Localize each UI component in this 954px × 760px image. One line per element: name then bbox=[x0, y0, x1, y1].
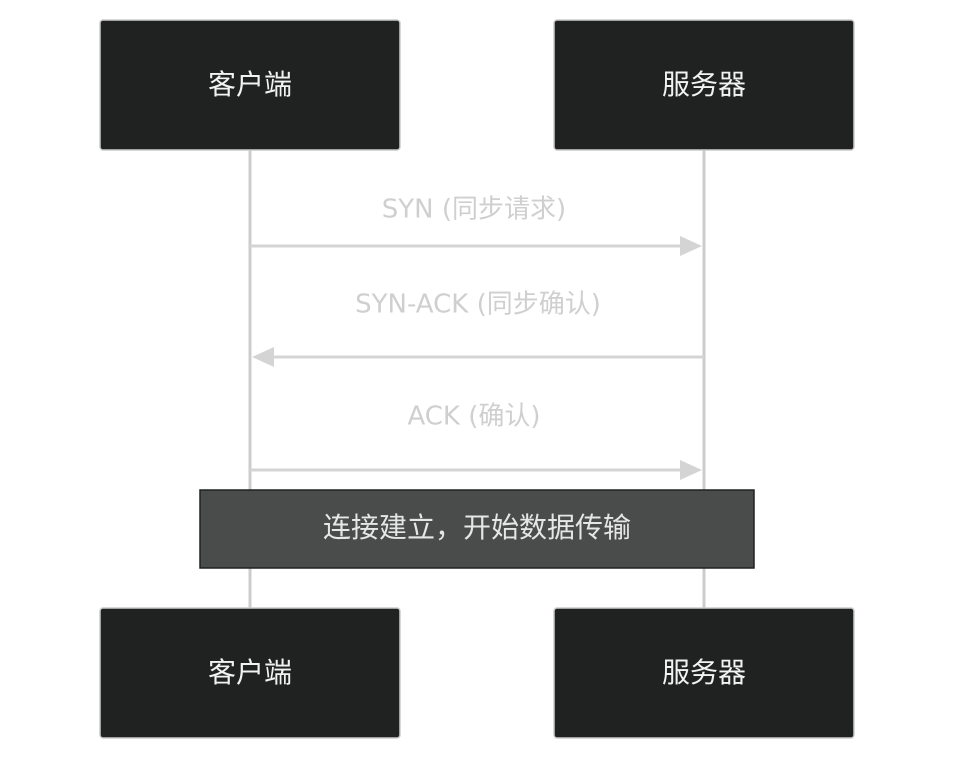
message-syn-arrowhead bbox=[680, 236, 702, 256]
note-connection-established[interactable]: 连接建立，开始数据传输 bbox=[199, 489, 755, 569]
message-ack-label: ACK (确认) bbox=[407, 402, 540, 432]
actor-server-top[interactable]: 服务器 bbox=[553, 19, 855, 151]
actor-server-bottom-label: 服务器 bbox=[662, 656, 746, 689]
message-ack-arrowhead bbox=[680, 460, 702, 480]
actor-client-top[interactable]: 客户端 bbox=[99, 19, 401, 151]
actor-client-bottom-label: 客户端 bbox=[208, 656, 292, 689]
actor-client-top-label: 客户端 bbox=[208, 68, 292, 101]
note-text: 连接建立，开始数据传输 bbox=[323, 511, 631, 544]
actor-server-top-label: 服务器 bbox=[662, 68, 746, 101]
message-syn-ack-label: SYN-ACK (同步确认) bbox=[355, 290, 601, 320]
actor-client-bottom[interactable]: 客户端 bbox=[99, 607, 401, 739]
message-syn[interactable]: SYN (同步请求) bbox=[250, 195, 702, 257]
message-syn-ack-arrowhead bbox=[252, 347, 274, 367]
actor-server-bottom-box bbox=[553, 607, 855, 739]
actor-client-bottom-box bbox=[99, 607, 401, 739]
message-ack[interactable]: ACK (确认) bbox=[250, 402, 702, 481]
message-syn-label: SYN (同步请求) bbox=[382, 195, 566, 225]
actor-client-top-box bbox=[99, 19, 401, 151]
actor-server-bottom[interactable]: 服务器 bbox=[553, 607, 855, 739]
note-box bbox=[199, 489, 755, 569]
actor-server-top-box bbox=[553, 19, 855, 151]
message-syn-ack[interactable]: SYN-ACK (同步确认) bbox=[252, 290, 704, 368]
